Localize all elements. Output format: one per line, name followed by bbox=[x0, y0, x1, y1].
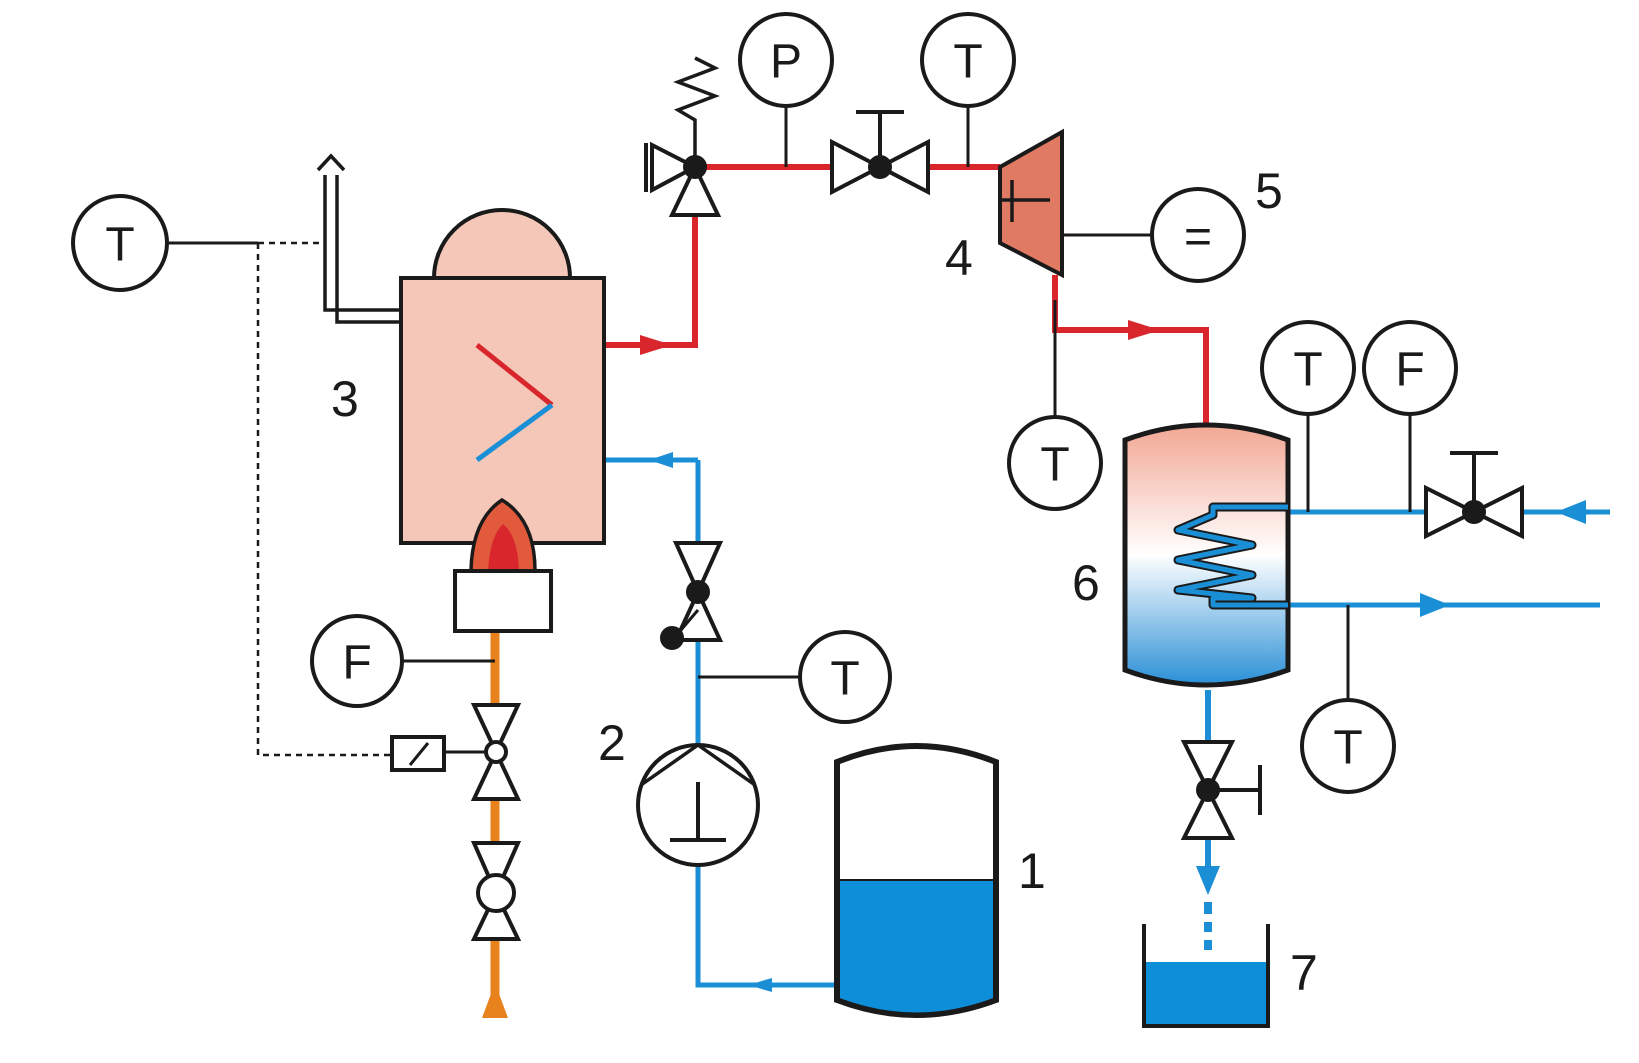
feedwater-arrow-icon-2 bbox=[649, 452, 673, 468]
svg-text:T: T bbox=[953, 36, 982, 89]
flame-inner-icon bbox=[488, 524, 519, 571]
temperature-gauge-cooling-out: T bbox=[1300, 698, 1396, 794]
svg-text:P: P bbox=[770, 36, 802, 89]
boiler-dome bbox=[431, 208, 573, 280]
svg-text:T: T bbox=[1040, 439, 1069, 492]
svg-text:T: T bbox=[105, 219, 134, 272]
fuel-line bbox=[482, 630, 508, 1018]
label-condenser: 6 bbox=[1072, 555, 1100, 611]
label-feedwater-tank: 1 bbox=[1018, 843, 1046, 899]
feedwater-tank bbox=[834, 743, 999, 1018]
instrument-taps bbox=[167, 106, 1412, 700]
condensate-drops bbox=[1204, 902, 1212, 950]
label-generator: 5 bbox=[1255, 163, 1283, 219]
svg-text:=: = bbox=[1184, 211, 1212, 264]
drain-valve-icon bbox=[1180, 740, 1262, 840]
condensate-arrow-icon bbox=[1196, 866, 1220, 895]
label-pump: 2 bbox=[598, 715, 626, 771]
condensate-collector bbox=[1142, 924, 1270, 1028]
pressure-gauge-steam: P bbox=[738, 12, 834, 108]
svg-text:F: F bbox=[1395, 344, 1424, 397]
cooling-water-in-arrow-icon bbox=[1556, 500, 1586, 524]
svg-text:T: T bbox=[1333, 722, 1362, 775]
cooling-water-out-arrow-icon bbox=[1420, 593, 1450, 617]
temperature-gauge-feedwater: T bbox=[798, 630, 892, 724]
turbine bbox=[998, 128, 1152, 279]
feedwater-arrow-icon bbox=[748, 978, 772, 992]
chimney-exhaust-arrow-icon bbox=[316, 153, 346, 172]
chimney-icon bbox=[323, 175, 401, 324]
label-collector: 7 bbox=[1290, 945, 1318, 1001]
boiler bbox=[316, 153, 606, 633]
boiler-coil-water bbox=[475, 402, 554, 463]
feedwater-pump bbox=[636, 742, 760, 867]
svg-text:F: F bbox=[342, 637, 371, 690]
feedwater-tank-water bbox=[840, 880, 993, 1013]
temperature-gauge-steam: T bbox=[920, 12, 1016, 108]
pump-valve-icon bbox=[660, 541, 724, 650]
steam-stop-valve-icon bbox=[830, 110, 930, 196]
label-turbine: 4 bbox=[945, 230, 973, 286]
svg-text:T: T bbox=[1293, 344, 1322, 397]
steam-arrow-icon bbox=[640, 335, 672, 355]
condenser bbox=[1122, 422, 1291, 688]
temperature-gauge-cooling-in: T bbox=[1260, 320, 1356, 416]
cooling-water-valve-icon bbox=[1424, 451, 1524, 540]
boiler-coil-steam bbox=[475, 343, 554, 407]
safety-valve-icon bbox=[644, 56, 722, 217]
temperature-gauge-flue: T bbox=[71, 194, 169, 292]
fuel-inlet-arrow-icon bbox=[482, 983, 508, 1018]
generator: = bbox=[1150, 187, 1246, 283]
flow-gauge-cooling: F bbox=[1362, 320, 1458, 416]
temperature-gauge-exhaust: T bbox=[1007, 415, 1103, 511]
svg-text:T: T bbox=[830, 653, 859, 706]
burner bbox=[453, 569, 553, 633]
flow-gauge-fuel: F bbox=[310, 614, 404, 708]
fuel-shutoff-valve-icon bbox=[470, 841, 522, 941]
control-signal-line bbox=[256, 243, 392, 757]
label-boiler: 3 bbox=[331, 371, 359, 427]
steam-arrow-icon-2 bbox=[1128, 320, 1160, 340]
fuel-control-valve-icon bbox=[390, 703, 522, 801]
